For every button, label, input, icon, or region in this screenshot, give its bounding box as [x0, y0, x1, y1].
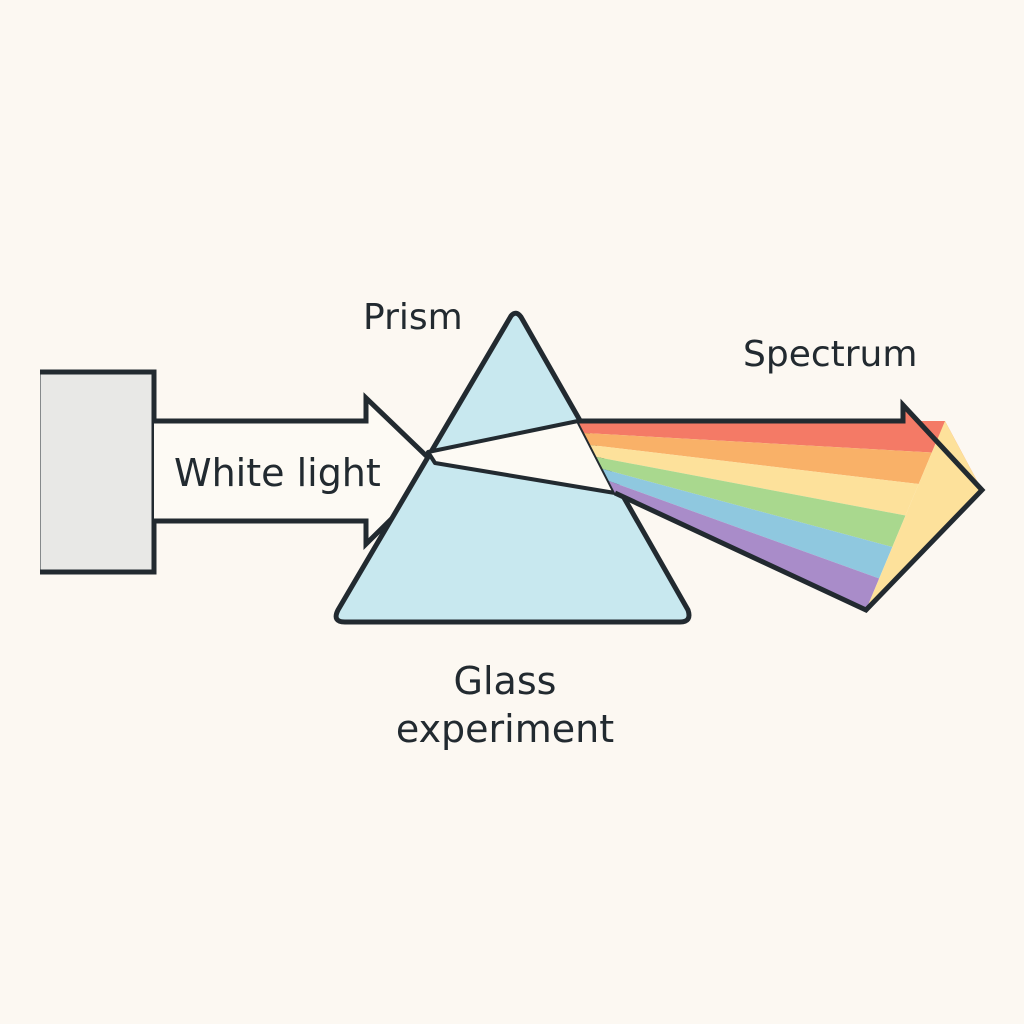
spectrum-band-violet — [608, 481, 880, 610]
spectrum-band-orange — [584, 433, 932, 484]
spectrum-band-red — [578, 421, 945, 453]
glass-experiment-label: Glass experiment — [380, 658, 630, 753]
glass-label-line2: experiment — [395, 706, 615, 751]
glass-label-line1: Glass — [453, 659, 557, 703]
spectrum-band-blue — [602, 469, 893, 579]
spectrum-band-yellow — [590, 445, 919, 516]
light-source-box — [35, 369, 157, 575]
prism-label: Prism — [363, 297, 463, 338]
white-light-label: White light — [174, 451, 381, 495]
spectrum-arrow-head-fill — [866, 421, 982, 610]
spectrum-arrow-outline — [578, 398, 986, 614]
spectrum-label: Spectrum — [743, 334, 918, 375]
spectrum-band-green — [596, 457, 906, 547]
